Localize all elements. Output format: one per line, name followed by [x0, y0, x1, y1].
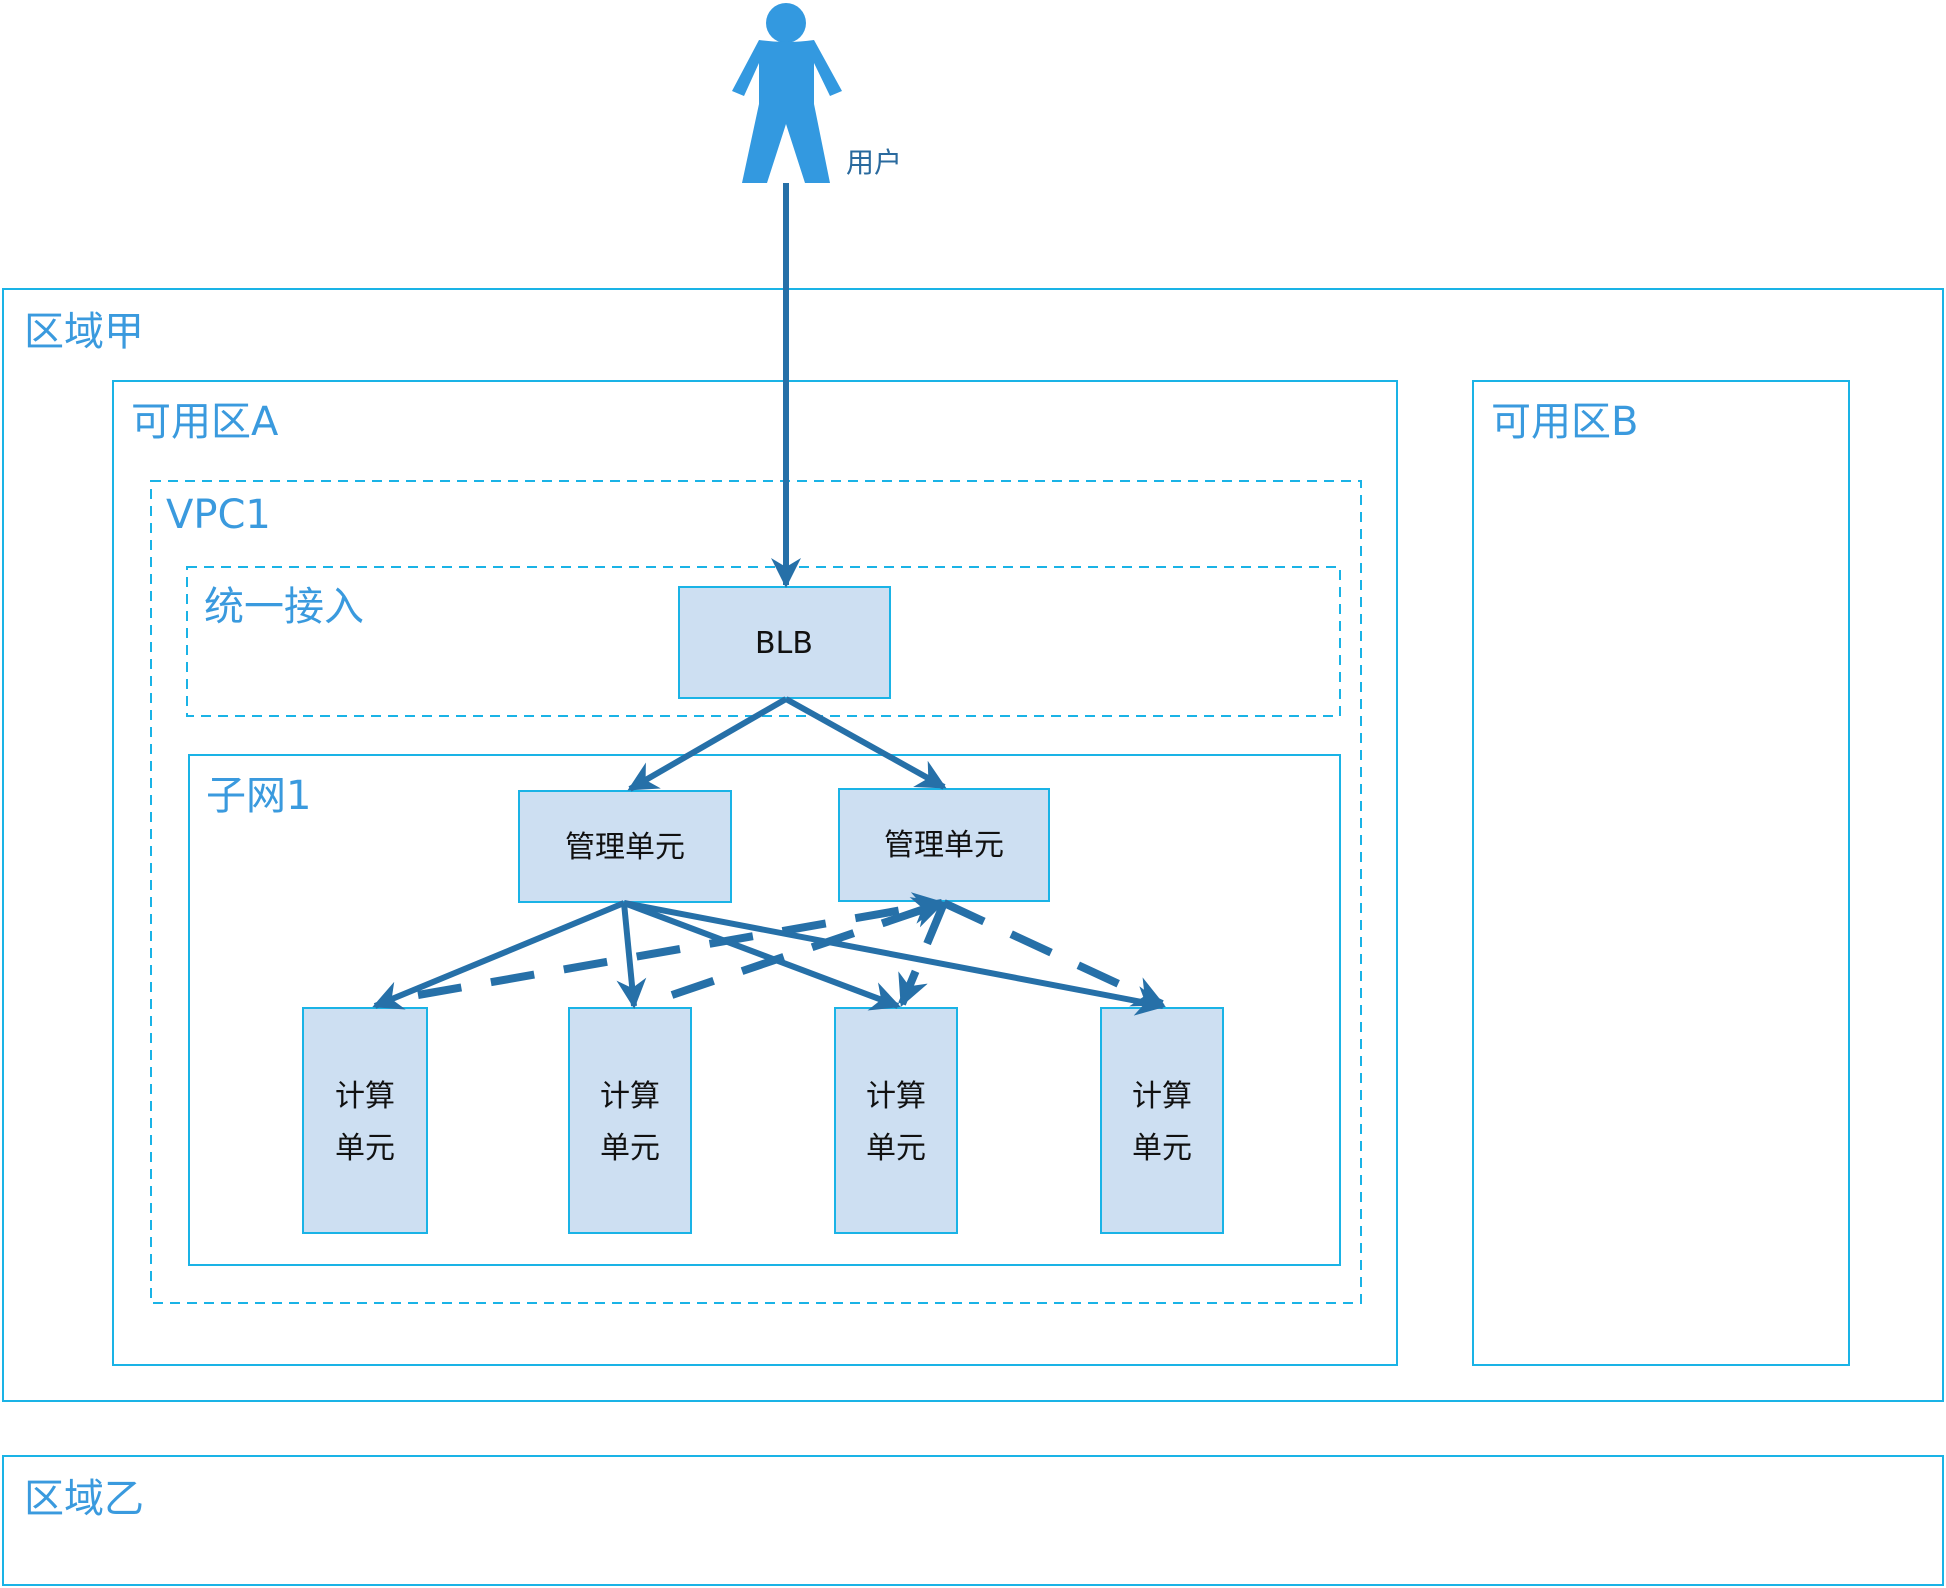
mgmt-node-2[interactable]: 管理单元 — [838, 788, 1050, 902]
edge-mgmt2-compute4 — [942, 899, 1165, 1008]
az-b-frame — [1472, 380, 1850, 1366]
vpc-label: VPC1 — [166, 492, 271, 538]
compute-node-1[interactable]: 计算 单元 — [302, 1007, 428, 1234]
az-a-frame — [112, 380, 1398, 1366]
compute-label-4a: 计算 — [1132, 1079, 1192, 1114]
edge-compute1-mgmt2 — [417, 892, 946, 999]
compute-label-3a: 计算 — [866, 1079, 926, 1114]
region-b-label: 区域乙 — [24, 1476, 144, 1522]
access-frame — [186, 566, 1341, 717]
compute-label-2a: 计算 — [600, 1079, 660, 1114]
person-icon — [732, 3, 842, 183]
compute-label-1b: 单元 — [335, 1131, 395, 1166]
az-a-label: 可用区A — [131, 399, 279, 445]
user-label: 用户 — [846, 146, 902, 179]
edge-mgmt1-compute4 — [623, 900, 1166, 1016]
edge-mgmt1-compute1 — [372, 900, 626, 1010]
edge-blb-mgmt1 — [627, 696, 788, 792]
edge-mgmt1-compute2 — [616, 902, 647, 1009]
edge-compute2-mgmt2 — [670, 897, 946, 999]
region-b-frame — [2, 1455, 1944, 1586]
edge-mgmt1-compute3 — [622, 900, 901, 1011]
blb-node[interactable]: BLB — [678, 586, 891, 699]
access-label: 统一接入 — [204, 584, 364, 630]
edge-blb-mgmt2 — [784, 696, 947, 790]
compute-node-3[interactable]: 计算 单元 — [834, 1007, 958, 1234]
compute-node-4[interactable]: 计算 单元 — [1100, 1007, 1224, 1234]
edge-mgmt2-compute3 — [898, 901, 948, 1007]
mgmt-node-1[interactable]: 管理单元 — [518, 790, 732, 903]
vpc-frame — [150, 480, 1362, 1304]
region-a-label: 区域甲 — [24, 309, 144, 355]
mgmt-label-1: 管理单元 — [565, 830, 685, 865]
compute-label-4b: 单元 — [1132, 1131, 1192, 1166]
mgmt-label-2: 管理单元 — [884, 828, 1004, 863]
compute-label-1a: 计算 — [335, 1079, 395, 1114]
compute-label-3b: 单元 — [866, 1131, 926, 1166]
subnet-frame — [188, 754, 1341, 1266]
subnet-label: 子网1 — [206, 773, 311, 819]
region-a-frame — [2, 288, 1944, 1402]
az-b-label: 可用区B — [1491, 399, 1638, 445]
blb-label: BLB — [755, 626, 813, 661]
compute-label-2b: 单元 — [600, 1131, 660, 1166]
compute-node-2[interactable]: 计算 单元 — [568, 1007, 692, 1234]
